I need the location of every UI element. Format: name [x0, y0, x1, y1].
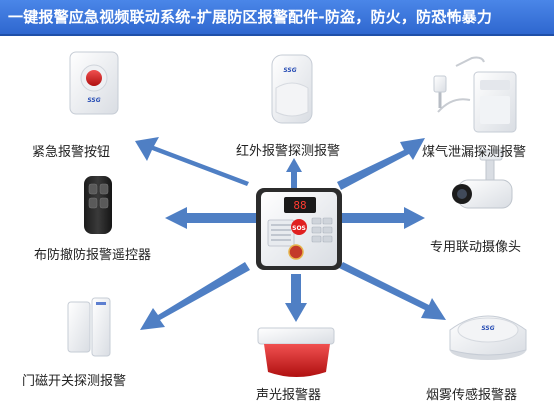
arrow-to-remote-control — [165, 207, 256, 229]
alarm-hub — [256, 188, 342, 270]
smoke-detector-brand-mark: SSG — [481, 325, 494, 332]
hub-display: 88 — [293, 199, 306, 212]
gas-detector-label: 煤气泄漏探测报警 — [422, 145, 527, 160]
siren-strobe-label: 声光报警器 — [256, 388, 322, 403]
door-contact-label: 门磁开关探测报警 — [22, 374, 127, 389]
pir-sensor-brand-mark: SSG — [283, 67, 296, 74]
remote-control-label: 布防撤防报警遥控器 — [34, 248, 152, 263]
panic-button-icon — [69, 51, 119, 115]
gas-detector-icon — [433, 56, 517, 133]
bullet-camera-icon — [452, 149, 513, 209]
arrow-to-gas-detector — [337, 138, 425, 190]
title-bar: 一键报警应急视频联动系统-扩展防区报警配件-防盗，防火，防恐怖暴力 — [0, 0, 554, 36]
smoke-detector-icon — [449, 315, 527, 360]
page-title: 一键报警应急视频联动系统-扩展防区报警配件-防盗，防火，防恐怖暴力 — [8, 8, 493, 26]
door-contact-icon — [67, 297, 111, 357]
remote-control-icon — [84, 176, 112, 234]
hub-sos-label: SOS — [292, 225, 306, 232]
arrow-to-pir-sensor — [286, 158, 302, 188]
arrow-to-panic-button — [135, 137, 249, 186]
pir-sensor-icon — [271, 54, 313, 124]
arrow-to-siren-strobe — [285, 274, 307, 322]
bullet-camera-label: 专用联动摄像头 — [430, 240, 522, 255]
panic-button-brand-mark: SSG — [87, 97, 100, 104]
arrow-to-smoke-detector — [339, 262, 446, 320]
panic-button-label: 紧急报警按钮 — [32, 145, 111, 160]
arrow-to-bullet-camera — [342, 207, 425, 229]
arrow-to-door-contact — [140, 262, 250, 330]
pir-sensor-label: 红外报警探测报警 — [236, 144, 341, 159]
siren-strobe-icon — [257, 327, 335, 377]
smoke-detector-label: 烟雾传感报警器 — [426, 388, 518, 403]
